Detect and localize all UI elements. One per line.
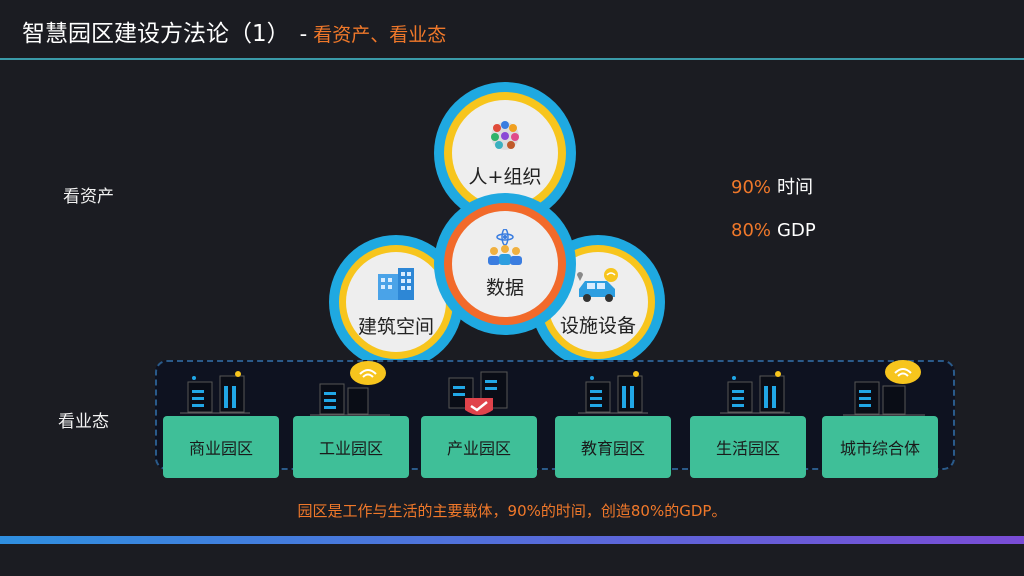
circle-building-space-label: 建筑空间 — [358, 312, 434, 339]
stat-time: 90% 时间 — [731, 173, 813, 199]
park-living: 生活园区 — [690, 416, 806, 478]
shield-building-icon — [443, 366, 515, 422]
people-group-icon — [485, 118, 525, 158]
park-urban-complex: 城市综合体 — [822, 416, 938, 478]
circle-facility-label: 设施设备 — [560, 311, 636, 338]
park-commercial: 商业园区 — [163, 416, 279, 478]
caption: 园区是工作与生活的主要载体，90%的时间，创造80%的GDP。 — [0, 500, 1024, 521]
circle-people-label: 人+组织 — [469, 162, 542, 189]
page-subtitle: 看资产、看业态 — [313, 24, 446, 46]
stat-gdp: 80% GDP — [731, 220, 816, 241]
page-title-text: 智慧园区建设方法论（1） — [22, 21, 290, 47]
park-education: 教育园区 — [555, 416, 671, 478]
wifi-building-icon — [310, 360, 390, 416]
stat-time-label: 时间 — [777, 177, 813, 198]
data-team-icon — [482, 229, 528, 271]
bottom-accent-bar — [0, 536, 1024, 544]
title-dash: - — [300, 22, 308, 46]
building-icon — [374, 266, 418, 306]
park-industry: 产业园区 — [421, 416, 537, 478]
stat-gdp-label: GDP — [777, 220, 816, 241]
assets-label: 看资产 — [63, 182, 114, 207]
city-building-icon — [180, 368, 250, 414]
page-title: 智慧园区建设方法论（1）-看资产、看业态 — [22, 14, 446, 48]
car-icon — [573, 267, 623, 307]
business-label: 看业态 — [58, 407, 109, 432]
school-building-icon — [578, 368, 648, 414]
wifi-complex-icon — [843, 358, 925, 416]
living-building-icon — [720, 368, 790, 414]
circle-data-label: 数据 — [486, 273, 524, 300]
title-divider — [0, 58, 1024, 60]
circle-data: 数据 — [434, 193, 576, 335]
stat-gdp-pct: 80% — [731, 220, 771, 241]
stat-time-pct: 90% — [731, 177, 771, 198]
title-bar: 智慧园区建设方法论（1）-看资产、看业态 — [0, 0, 1024, 60]
park-industrial: 工业园区 — [293, 416, 409, 478]
